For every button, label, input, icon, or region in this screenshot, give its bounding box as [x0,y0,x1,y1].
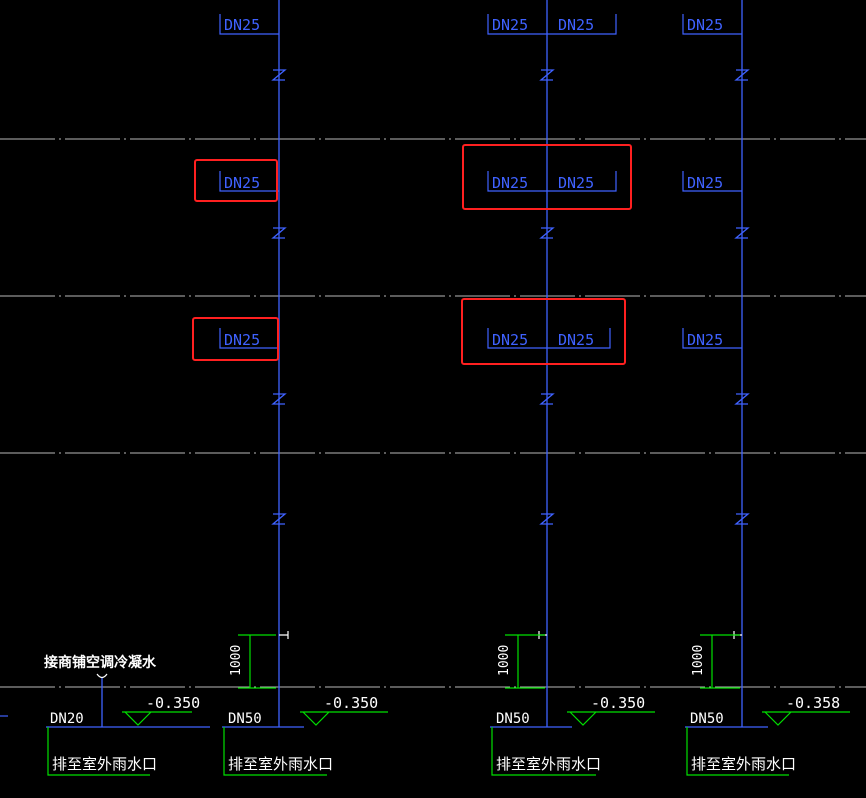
cleanout-tee [279,631,289,639]
highlight-box [462,144,632,210]
pipe-size-label: DN25 [224,16,260,34]
pipe-size-label: DN25 [558,174,594,192]
outlet-size-label: DN20 [50,711,84,727]
highlight-boxes [192,144,632,365]
elevation-mark [122,711,192,726]
break-symbol [271,227,287,239]
break-symbol [539,393,555,405]
outlet-label: 排至室外雨水口 [691,755,796,773]
leader [219,328,279,349]
condensate-label: 接商铺空调冷凝水 [44,654,157,671]
break-symbol [271,69,287,81]
pipe-size-label: DN25 [558,16,594,34]
outlet-label: 排至室外雨水口 [496,755,601,773]
outlet-label: 排至室外雨水口 [228,755,333,773]
leader [487,328,611,349]
outlet-leader [223,727,327,776]
pipe-size-label: DN25 [224,331,260,349]
highlight-box [461,298,626,365]
height-dimension [238,634,276,689]
height-dimension [505,634,545,689]
leader [219,171,279,192]
break-symbol [734,513,750,525]
break-symbol [734,393,750,405]
elevation-marks [122,711,850,726]
outlet-labels: 排至室外雨水口 排至室外雨水口 排至室外雨水口 排至室外雨水口 [52,755,796,773]
height-label: 1000 [497,645,512,676]
break-symbol [734,69,750,81]
outlet-leaders [47,727,789,776]
break-symbol [271,393,287,405]
elevation-mark [762,711,850,726]
pipe-size-label: DN25 [492,174,528,192]
condensate-annotation: 接商铺空调冷凝水 [44,654,157,679]
pipe-size-leaders [219,14,742,349]
pipe-size-label: DN25 [492,16,528,34]
break-symbol [271,513,287,525]
floor-lines [0,138,866,688]
highlight-box [194,159,278,202]
break-symbol [539,513,555,525]
break-symbols [271,69,750,525]
elevation-label: -0.350 [591,694,645,712]
height-label: 1000 [229,645,244,676]
leader [682,328,742,349]
leader [682,14,742,35]
pipe-size-label: DN25 [687,16,723,34]
elevation-labels: -0.350 -0.350 -0.350 -0.358 [146,694,840,712]
outlet-size-labels: DN20 DN50 DN50 DN50 [50,711,724,727]
pipe-size-label: DN25 [492,331,528,349]
elevation-mark [567,711,655,726]
outlet-size-label: DN50 [690,711,724,727]
height-dimension [700,634,740,689]
height-dimensions [238,634,740,689]
pipe-size-label: DN25 [224,174,260,192]
pipe-size-label: DN25 [687,331,723,349]
break-symbol [539,227,555,239]
elevation-label: -0.350 [146,694,200,712]
elevation-label: -0.350 [324,694,378,712]
pipe-size-label: DN25 [558,331,594,349]
leader [219,14,279,35]
condensate-marker [96,673,108,679]
leader [487,171,617,192]
outlet-size-label: DN50 [228,711,262,727]
outlet-size-label: DN50 [496,711,530,727]
pipe-size-labels: DN25 DN25 DN25 DN25 DN25 DN25 DN25 DN25 … [224,16,723,349]
highlight-box [192,317,279,361]
outlet-leader [686,727,789,776]
pipe-size-label: DN25 [687,174,723,192]
outlet-label: 排至室外雨水口 [52,755,157,773]
elevation-label: -0.358 [786,694,840,712]
outlet-leader [47,727,150,776]
elevation-mark [300,711,388,726]
leader [682,171,742,192]
height-label: 1000 [691,645,706,676]
break-symbol [734,227,750,239]
leader [487,14,617,35]
break-symbol [539,69,555,81]
height-dimension-labels: 1000 1000 1000 [229,645,706,676]
outlet-leader [491,727,596,776]
